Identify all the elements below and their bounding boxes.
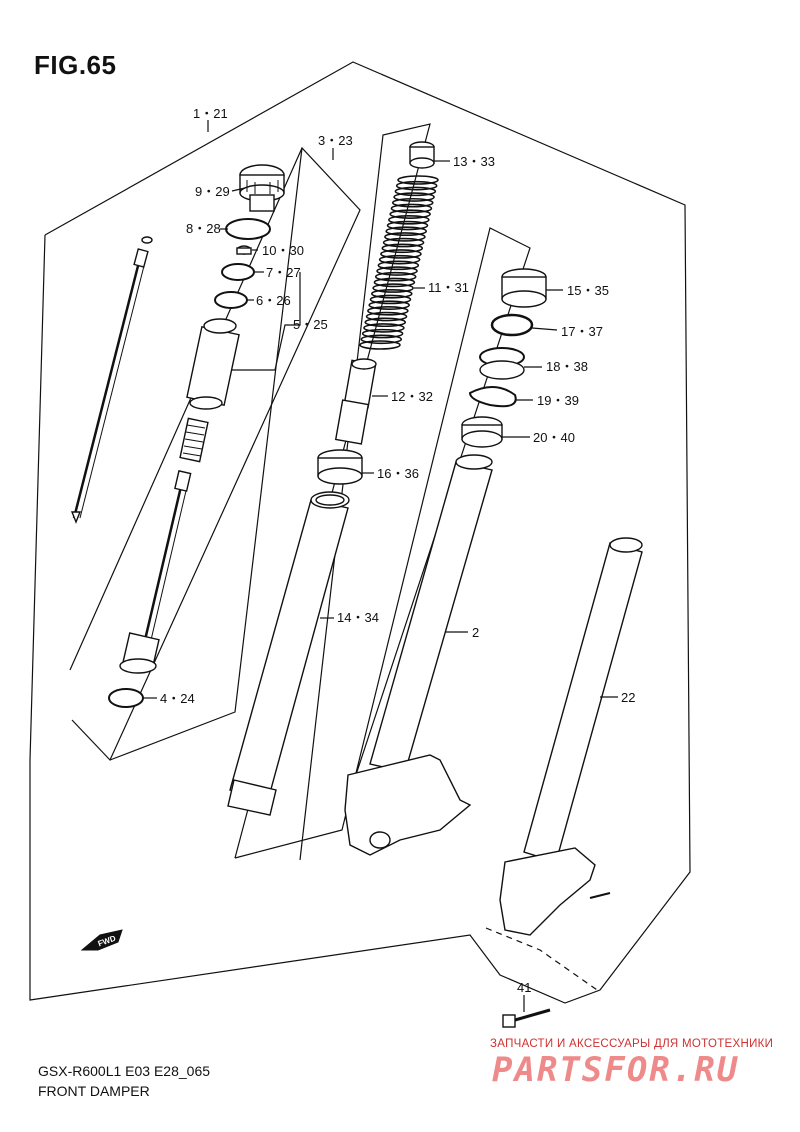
callout-14: 14・34	[337, 610, 379, 625]
spring-coil	[389, 209, 431, 219]
stopper-ring	[468, 386, 517, 408]
callout-41: 41	[517, 980, 531, 995]
spring-coil	[395, 180, 438, 191]
spring-coil	[360, 334, 403, 345]
callout-17: 17・37	[561, 324, 603, 339]
watermark-tagline: ЗАПЧАСТИ И АКСЕССУАРЫ ДЛЯ МОТОТЕХНИКИ	[490, 1038, 774, 1050]
damper-group-frame	[69, 146, 361, 762]
callout-10: 10・30	[262, 243, 304, 258]
inner-tube-group-frame	[109, 147, 303, 761]
spring-coil	[390, 203, 433, 214]
leader-lines	[143, 120, 618, 1012]
callout-4: 4・24	[160, 691, 195, 706]
bolt-group-frame	[485, 927, 601, 993]
spring-coil	[365, 311, 408, 322]
spring-coil	[380, 249, 422, 259]
spring-coil	[361, 328, 404, 339]
callout-18: 18・38	[546, 359, 588, 374]
spring-coil	[393, 192, 435, 202]
spring-collar	[409, 141, 435, 169]
inner-tube	[227, 491, 350, 816]
spring-coil	[378, 254, 421, 265]
spring-coil	[385, 226, 428, 237]
spring-coil	[384, 232, 426, 242]
ring-6	[214, 291, 248, 309]
damper-rod-assembly	[119, 470, 192, 674]
spring-coil	[377, 260, 420, 271]
spring-coil	[370, 288, 413, 299]
nut	[236, 245, 252, 255]
spring-coil	[372, 283, 414, 293]
callout-1: 1・21	[193, 106, 228, 121]
o-ring	[225, 218, 271, 240]
slide-bushing	[317, 449, 363, 485]
spring-coil	[386, 220, 429, 231]
outer-tube-22	[499, 537, 643, 936]
spring-coil	[369, 294, 412, 305]
spring-coil	[382, 237, 425, 248]
spring-coil	[359, 340, 401, 350]
spring-coil	[373, 277, 416, 288]
outer-frame	[29, 61, 691, 1004]
callout-20: 20・40	[533, 430, 575, 445]
callout-6: 6・26	[256, 293, 291, 308]
spring-coil	[376, 266, 418, 276]
callout-8: 8・28	[186, 221, 221, 236]
callout-22: 22	[621, 690, 635, 705]
oil-seal-15	[501, 268, 547, 308]
forward-arrow-icon	[80, 929, 123, 951]
callout-11: 11・31	[428, 280, 469, 295]
callout-13: 13・33	[453, 154, 495, 169]
outer-tube	[344, 454, 493, 856]
spring-coil	[394, 186, 437, 197]
callout-19: 19・39	[537, 393, 579, 408]
rebound-spring	[179, 417, 209, 463]
spring-coil	[381, 243, 424, 254]
spring-coil	[363, 323, 405, 333]
watermark-logo: PARTSFOR.RU	[492, 1050, 740, 1090]
callout-9: 9・29	[195, 184, 230, 199]
section-name: FRONT DAMPER	[38, 1083, 150, 1099]
callout-labels: 1・21 3・23 9・29 8・28 10・30 7・27 6・26 5・25…	[97, 106, 636, 995]
spring-coil	[374, 271, 417, 282]
spring-coil	[391, 197, 434, 208]
seal-18	[479, 347, 525, 380]
callout-15: 15・35	[567, 283, 609, 298]
callout-12: 12・32	[391, 389, 433, 404]
callout-7: 7・27	[266, 265, 301, 280]
damper-cylinder	[186, 318, 240, 410]
spring-coil	[397, 175, 439, 185]
damper-rod	[70, 236, 153, 524]
ring-4	[108, 688, 144, 708]
figure-title: FIG.65	[34, 50, 117, 80]
spring-coil	[367, 306, 409, 316]
fork-spring	[359, 175, 439, 350]
spring-coil	[388, 215, 430, 225]
dust-seal-20	[461, 416, 503, 448]
model-code: GSX-R600L1 E03 E28_065	[38, 1063, 211, 1079]
callout-3: 3・23	[318, 133, 353, 148]
callout-16: 16・36	[377, 466, 419, 481]
cap-bolt	[239, 164, 285, 212]
callout-5: 5・25	[293, 317, 328, 332]
spring-coil	[364, 317, 407, 328]
ring-17	[490, 313, 534, 337]
ring-7	[221, 263, 255, 281]
spring-coil	[368, 300, 410, 310]
callout-2: 2	[472, 625, 479, 640]
axle-bolt	[502, 1008, 551, 1028]
spacer-pipe	[334, 358, 377, 445]
